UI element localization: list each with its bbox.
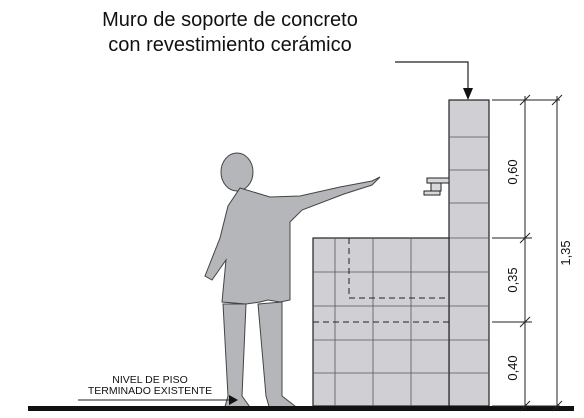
dimension-middle: 0,35 [505,267,520,292]
callout-label: Muro de soporte de concreto con revestim… [60,8,400,58]
floor-label-line-2: TERMINADO EXISTENTE [87,385,213,397]
floor-label-line-1: NIVEL DE PISO [112,374,188,386]
dimension-lower: 0,40 [505,355,520,380]
callout-leader-line [395,61,469,90]
floor-level-label: NIVEL DE PISO TERMINADO EXISTENTE [70,375,230,397]
dimension-upper: 0,60 [505,159,520,184]
callout-line-2: con revestimiento cerámico [108,34,352,56]
tower-tile-joints [449,136,489,374]
callout-line-1: Muro de soporte de concreto [102,9,358,31]
floor-line [28,406,574,411]
hidden-lines [313,238,449,323]
wall-tower [448,99,490,407]
faucet-icon [423,177,450,196]
callout-arrowhead [463,88,473,100]
dimension-lines [492,94,563,412]
dimension-total: 1,35 [558,240,573,265]
tiled-wall [312,99,490,407]
floor-label-arrowhead [229,395,238,405]
